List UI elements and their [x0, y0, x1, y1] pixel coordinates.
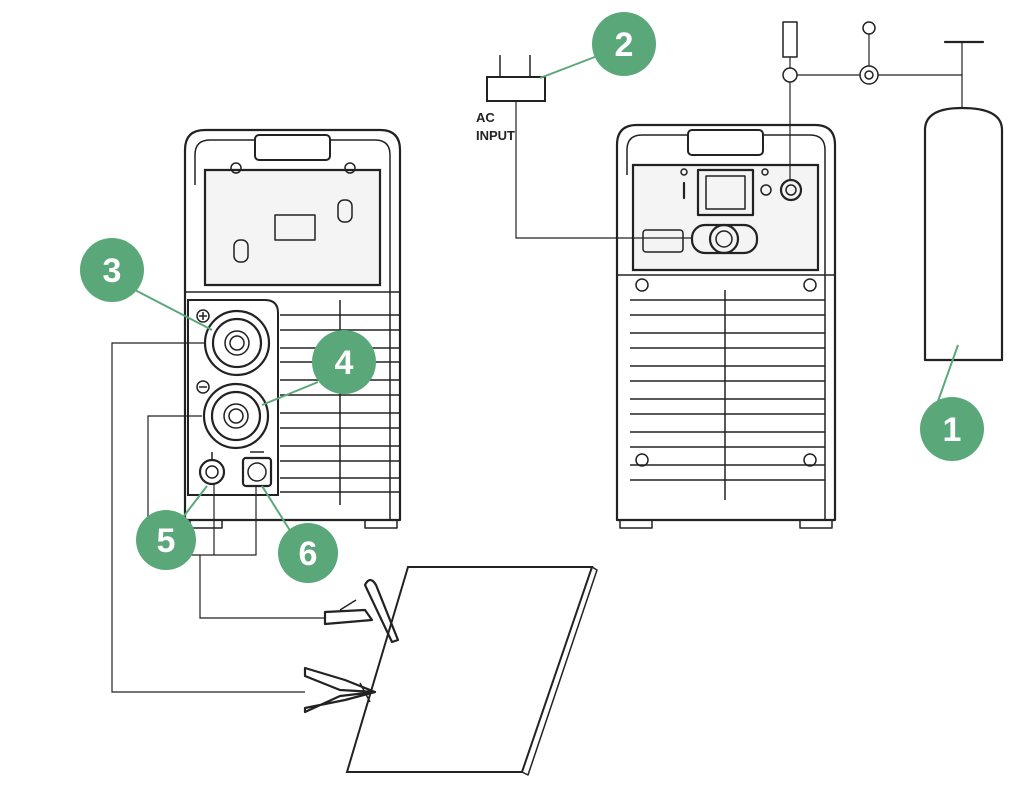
ac-power-cable [515, 101, 692, 239]
ac-input-label-line2: INPUT [476, 128, 515, 143]
front-knob-left [233, 239, 249, 263]
badge-6: 6 [278, 523, 338, 583]
badge-1: 1 [920, 397, 984, 461]
front-display-window [274, 214, 316, 241]
gas-cylinder-icon [923, 40, 1004, 362]
power-cable-inlet [642, 223, 759, 255]
badge-3-number: 3 [103, 252, 122, 290]
rear-upper-panel [631, 163, 820, 272]
negative-terminal [202, 382, 270, 450]
ground-cable [111, 342, 305, 693]
control-socket [241, 451, 273, 488]
front-knob-right [337, 199, 353, 223]
badge-5-number: 5 [157, 522, 176, 560]
badge-4: 4 [312, 330, 376, 394]
ac-plug-icon [486, 55, 546, 102]
front-terminal-panel [187, 299, 279, 496]
badge-1-number: 1 [943, 411, 962, 449]
plus-symbol-icon [196, 309, 210, 323]
ground-clamp-icon [303, 666, 377, 714]
front-upper-panel [203, 168, 382, 287]
front-handle [254, 134, 331, 161]
badge-5: 5 [136, 510, 196, 570]
minus-symbol-icon [196, 380, 210, 394]
rear-handle [687, 129, 764, 156]
rear-vents [630, 290, 825, 500]
ac-input-label-line1: AC [476, 110, 495, 125]
power-switch-icon [680, 168, 772, 217]
regulator-icon [782, 21, 962, 180]
badge-2-number: 2 [615, 26, 634, 64]
badge-2: 2 [592, 12, 656, 76]
badge-4-number: 4 [335, 344, 354, 382]
badge-6-number: 6 [299, 535, 318, 573]
electrode-holder-icon [323, 578, 400, 644]
front-machine [183, 128, 402, 529]
rear-machine [615, 123, 837, 529]
badge-3: 3 [80, 238, 144, 302]
control-cable [199, 484, 325, 619]
gas-connector [198, 452, 226, 486]
gas-inlet [779, 178, 803, 202]
workpiece-plate [345, 566, 594, 773]
